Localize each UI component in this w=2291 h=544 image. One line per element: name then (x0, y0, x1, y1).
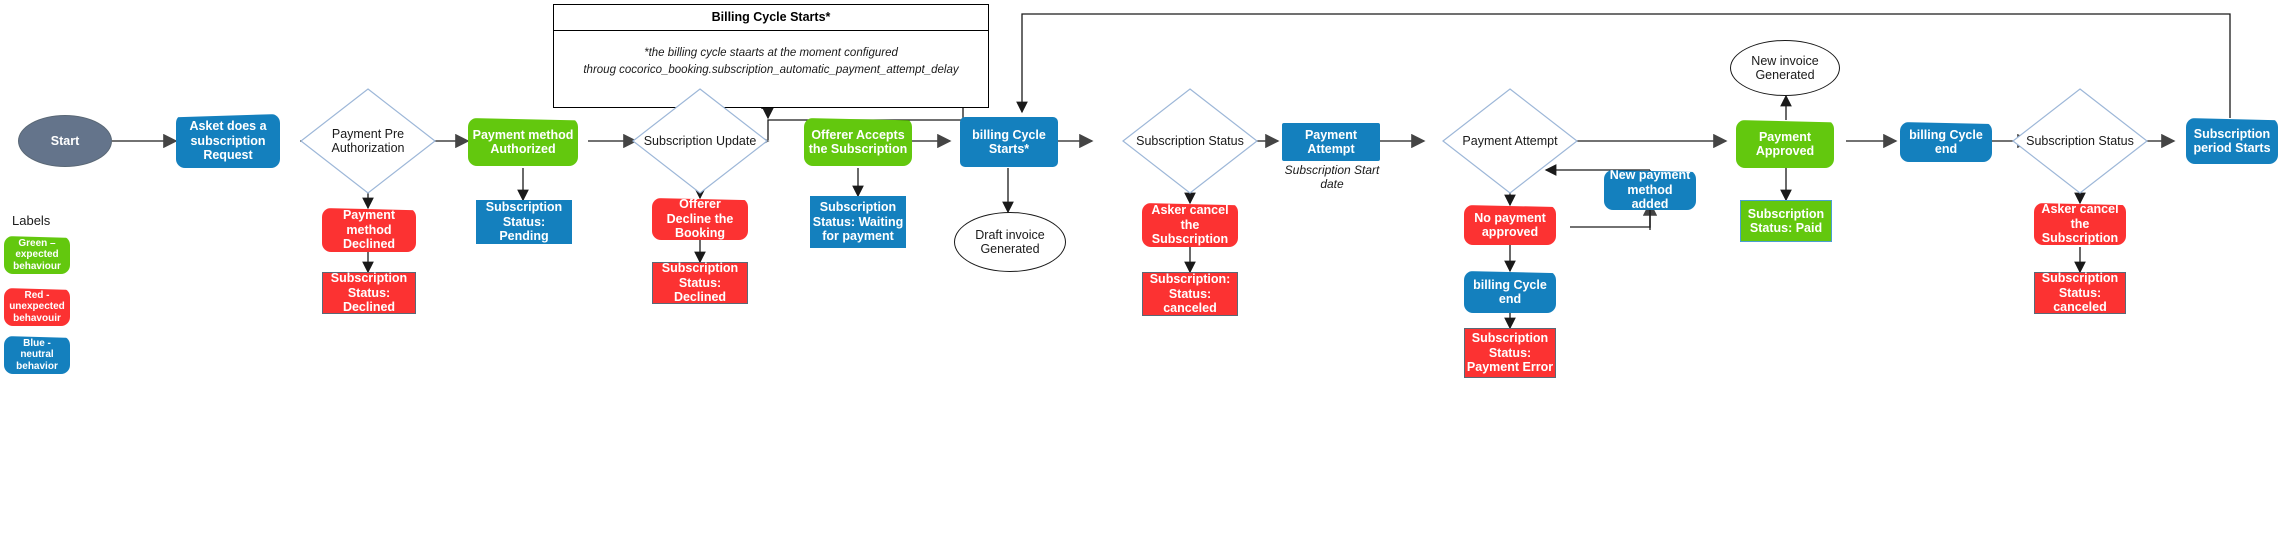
node-draft-invoice-generated[interactable]: Draft invoice Generated (954, 212, 1066, 272)
diamond-shape (300, 88, 436, 194)
node-asker-cancel-subscription-2-label: Asker cancel the Subscription (2041, 202, 2119, 246)
node-billing-cycle-end-right-label: billing Cycle end (1909, 127, 1983, 156)
node-payment-attempt-box-label: Payment Attempt (1304, 127, 1358, 156)
note-title: Billing Cycle Starts* (554, 5, 988, 32)
node-start-label: Start (50, 133, 80, 148)
diamond-shape (1442, 88, 1578, 194)
node-payment-pre-authorization-label: Payment Pre Authorization (331, 126, 405, 155)
node-subscription-status-declined-2[interactable]: Subscription Status: Declined (652, 261, 748, 305)
legend-item-red-label: Red - unexpected behavouir (9, 289, 65, 324)
legend-item-green-label: Green – expected behaviour (13, 237, 61, 272)
node-subscription-status-payment-error-label: Subscription Status: Payment Error (1466, 331, 1554, 375)
node-new-invoice-generated-label: New invoice Generated (1751, 53, 1819, 82)
node-subscription-period-starts[interactable]: Subscription period Starts (2186, 118, 2278, 164)
diamond-shape (2012, 88, 2148, 194)
node-subscription-status-decision-2-label: Subscription Status (2026, 133, 2134, 148)
node-billing-cycle-starts-label: billing Cycle Starts* (972, 127, 1046, 156)
node-offerer-accepts-subscription[interactable]: Offerer Accepts the Subscription (804, 118, 912, 166)
node-subscription-update[interactable]: Subscription Update (632, 88, 768, 194)
node-subscription-status-canceled-2-label: Subscription Status: canceled (2041, 271, 2119, 315)
node-subscription-status-paid[interactable]: Subscription Status: Paid (1740, 200, 1832, 242)
legend-item-blue-label: Blue - neutral behavior (16, 337, 58, 372)
node-no-payment-approved-label: No payment approved (1474, 210, 1546, 239)
node-subscription-status-canceled-2[interactable]: Subscription Status: canceled (2034, 271, 2126, 315)
legend-item-blue: Blue - neutral behavior (4, 336, 70, 374)
node-subscription-status-declined-1-label: Subscription Status: Declined (330, 271, 408, 315)
node-subscription-status-decision-1-label: Subscription Status (1136, 133, 1244, 148)
diamond-shape (632, 88, 768, 194)
node-subscription-status-declined-1[interactable]: Subscription Status: Declined (322, 271, 416, 315)
node-payment-attempt-decision-label: Payment Attempt (1462, 133, 1558, 148)
node-payment-method-declined[interactable]: Payment method Declined (322, 208, 416, 252)
node-subscription-status-canceled-1[interactable]: Subscription: Status: canceled (1142, 272, 1238, 316)
node-payment-method-authorized[interactable]: Payment method Authorized (468, 118, 578, 166)
node-asker-cancel-subscription-2[interactable]: Asker cancel the Subscription (2034, 203, 2126, 245)
node-billing-cycle-end-mid-label: billing Cycle end (1473, 277, 1547, 306)
node-new-invoice-generated[interactable]: New invoice Generated (1730, 40, 1840, 96)
node-payment-approved-label: Payment Approved (1755, 129, 1815, 158)
node-new-payment-method-added-label: New payment method added (1609, 168, 1691, 212)
node-draft-invoice-generated-label: Draft invoice Generated (975, 227, 1045, 256)
node-subscription-status-waiting-label: Subscription Status: Waiting for payment (812, 200, 904, 244)
node-subscription-status-decision-1[interactable]: Subscription Status (1122, 88, 1258, 194)
diamond-shape (1122, 88, 1258, 194)
node-payment-method-declined-label: Payment method Declined (342, 208, 396, 252)
note-line-2: throug cocorico_booking.subscription_aut… (583, 64, 959, 77)
node-asker-request-label: Asket does a subscription Request (189, 119, 267, 163)
node-subscription-status-paid-label: Subscription Status: Paid (1747, 206, 1825, 235)
node-subscription-status-decision-2[interactable]: Subscription Status (2012, 88, 2148, 194)
node-payment-attempt-box[interactable]: Payment Attempt (1282, 123, 1380, 161)
note-line-1: *the billing cycle staarts at the moment… (644, 47, 898, 60)
node-new-payment-method-added[interactable]: New payment method added (1604, 170, 1696, 210)
note-billing-cycle: Billing Cycle Starts* *the billing cycle… (553, 4, 989, 108)
node-asker-cancel-subscription-1[interactable]: Asker cancel the Subscription (1142, 203, 1238, 247)
node-offerer-accepts-subscription-label: Offerer Accepts the Subscription (808, 127, 908, 156)
node-payment-attempt-decision[interactable]: Payment Attempt (1442, 88, 1578, 194)
node-subscription-status-payment-error[interactable]: Subscription Status: Payment Error (1464, 328, 1556, 378)
node-subscription-update-label: Subscription Update (643, 133, 757, 148)
node-offerer-decline-booking[interactable]: Offerer Decline the Booking (652, 198, 748, 240)
node-subscription-status-declined-2-label: Subscription Status: Declined (661, 261, 739, 305)
node-subscription-status-pending-label: Subscription Status: Pending (485, 200, 563, 244)
note-body: *the billing cycle staarts at the moment… (554, 31, 988, 92)
node-asker-cancel-subscription-1-label: Asker cancel the Subscription (1151, 203, 1229, 247)
legend-item-red: Red - unexpected behavouir (4, 288, 70, 326)
node-subscription-period-starts-label: Subscription period Starts (2193, 126, 2271, 155)
node-asker-request[interactable]: Asket does a subscription Request (176, 114, 280, 168)
annotation-subscription-start-date: Subscription Start date (1284, 163, 1380, 191)
node-subscription-status-canceled-1-label: Subscription: Status: canceled (1149, 272, 1231, 316)
node-payment-pre-authorization[interactable]: Payment Pre Authorization (300, 88, 436, 194)
node-subscription-status-waiting[interactable]: Subscription Status: Waiting for payment (810, 196, 906, 248)
node-billing-cycle-end-right[interactable]: billing Cycle end (1900, 122, 1992, 162)
node-no-payment-approved[interactable]: No payment approved (1464, 205, 1556, 245)
node-billing-cycle-end-mid[interactable]: billing Cycle end (1464, 271, 1556, 313)
node-subscription-status-pending[interactable]: Subscription Status: Pending (476, 200, 572, 244)
node-billing-cycle-starts[interactable]: billing Cycle Starts* (960, 117, 1058, 167)
node-offerer-decline-booking-label: Offerer Decline the Booking (666, 197, 734, 241)
node-payment-method-authorized-label: Payment method Authorized (472, 127, 574, 156)
legend-item-green: Green – expected behaviour (4, 236, 70, 274)
node-start[interactable]: Start (18, 115, 112, 167)
legend-title: Labels (12, 213, 51, 228)
node-payment-approved[interactable]: Payment Approved (1736, 120, 1834, 168)
